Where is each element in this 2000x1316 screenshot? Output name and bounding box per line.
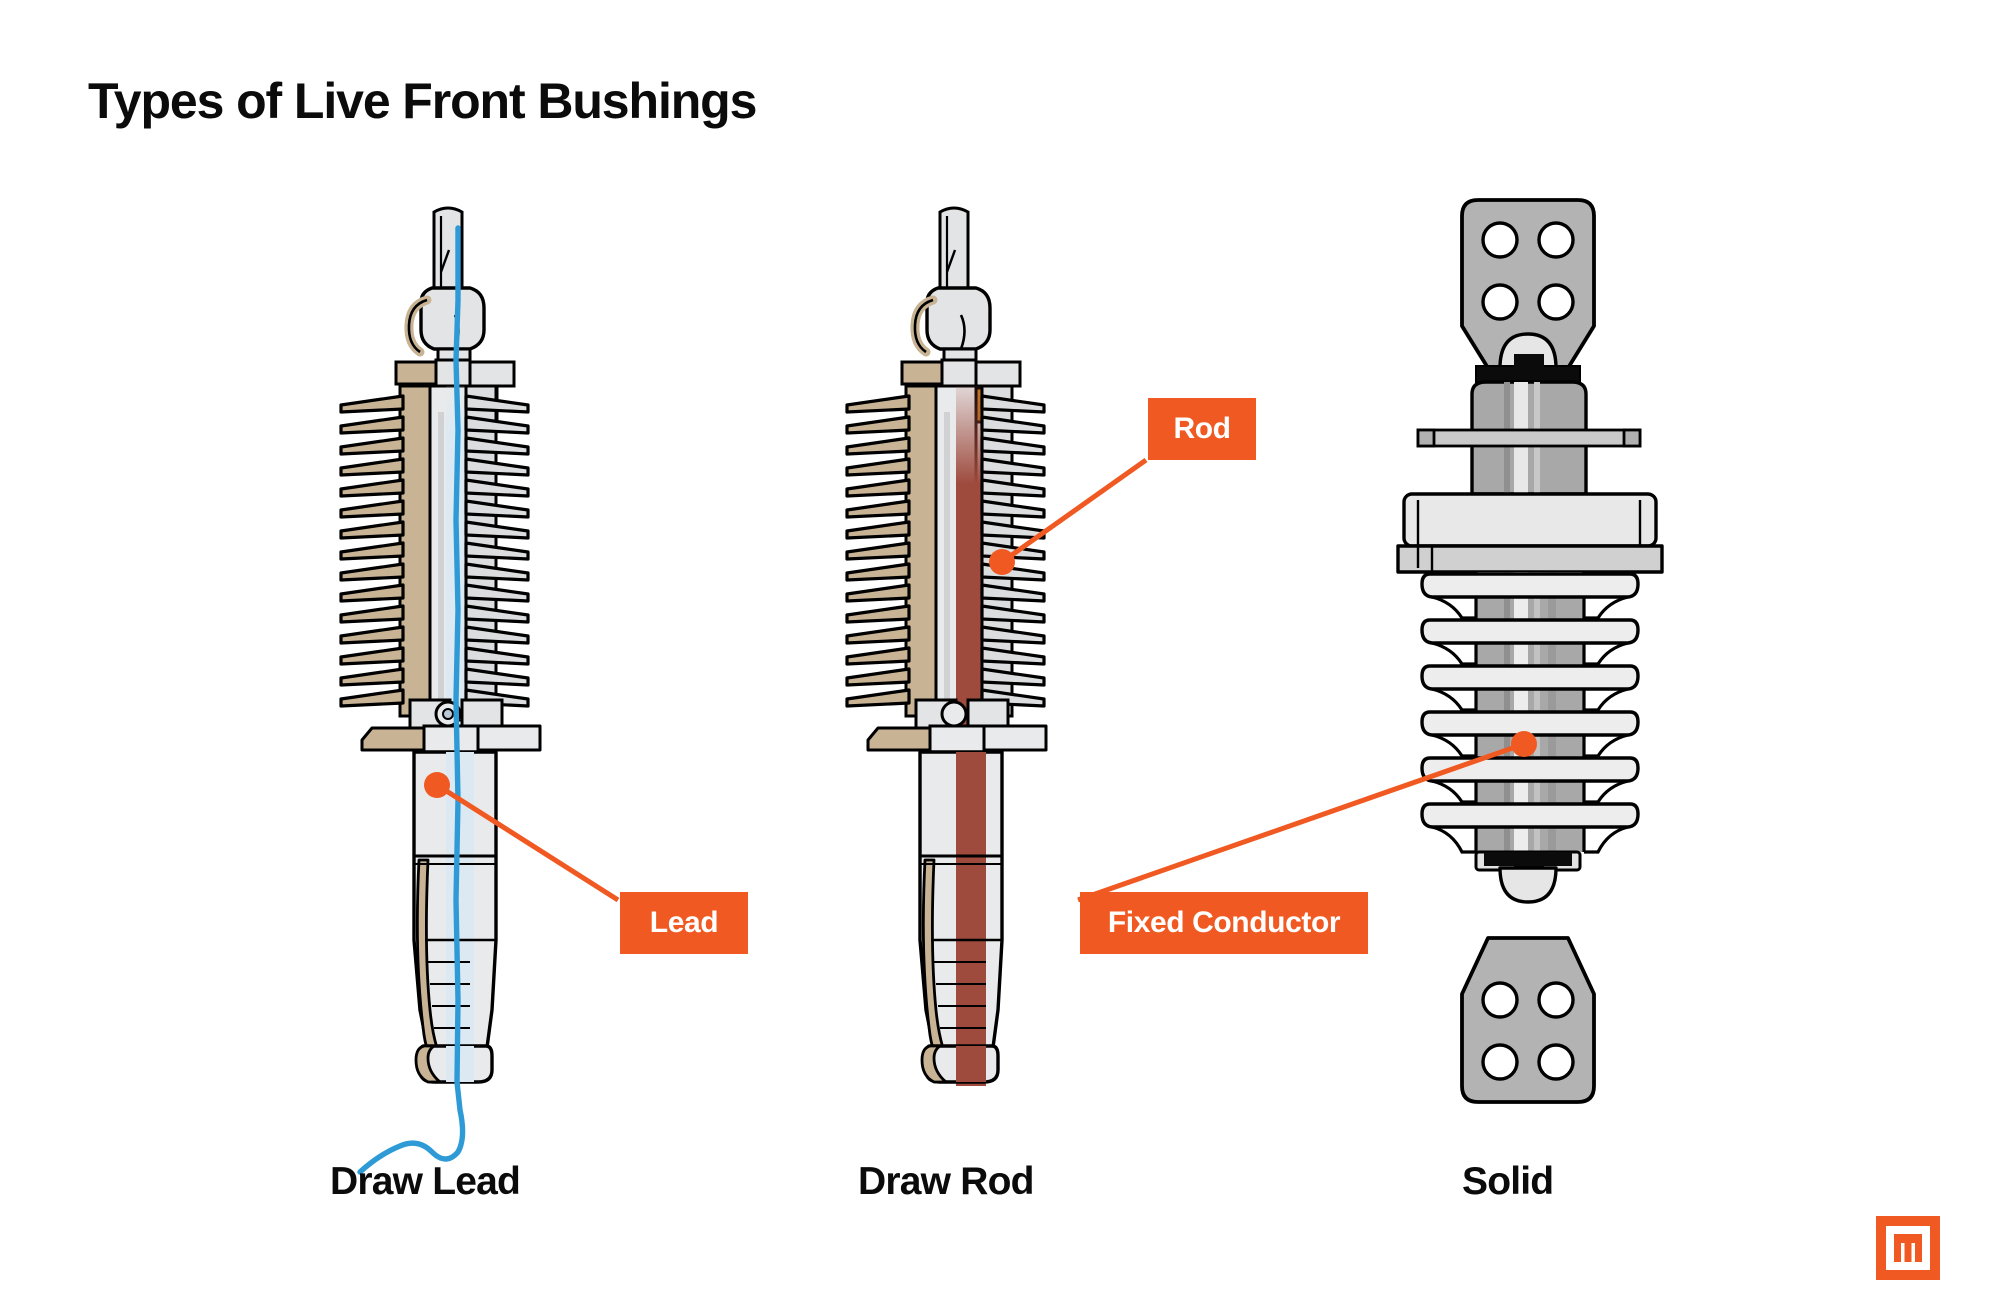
caption-draw-lead: Draw Lead (330, 1160, 521, 1203)
draw-lead-core-column (428, 384, 474, 722)
rod-callout-leader (989, 457, 1148, 575)
callout-lead: Lead (620, 892, 748, 954)
caption-solid: Solid (1462, 1160, 1554, 1203)
draw-lead-mounting-flange (360, 698, 542, 754)
callout-fixed-conductor: Fixed Conductor (1080, 892, 1368, 954)
draw-rod-bushing (845, 206, 1148, 1086)
draw-lead-conductor-cable (357, 225, 466, 1175)
draw-rod-top-stud (938, 206, 970, 302)
draw-rod-sheds-outer (980, 384, 1046, 718)
draw-lead-top-stud (432, 206, 464, 302)
draw-lead-sheds-outer (464, 384, 530, 718)
solid-cross-pin (1416, 428, 1642, 448)
caption-draw-rod: Draw Rod (858, 1160, 1034, 1203)
page-title: Types of Live Front Bushings (88, 73, 757, 129)
lead-callout-leader (424, 772, 620, 903)
solid-top-terminal-pad (1460, 198, 1596, 370)
solid-mounting-flange (1396, 492, 1664, 574)
callout-rod: Rod (1148, 398, 1256, 460)
fixed-conductor-callout-leader (1077, 731, 1537, 903)
draw-lead-bushing (339, 206, 620, 1175)
solid-bottom-terminal-pad (1460, 866, 1596, 1104)
draw-rod-lower-body (918, 750, 1004, 1084)
solid-insulator-sheds (1420, 572, 1640, 854)
m-square-logo (1876, 1216, 1940, 1280)
draw-rod-mounting-flange (866, 698, 1048, 754)
solid-bushing (1077, 198, 1664, 1104)
